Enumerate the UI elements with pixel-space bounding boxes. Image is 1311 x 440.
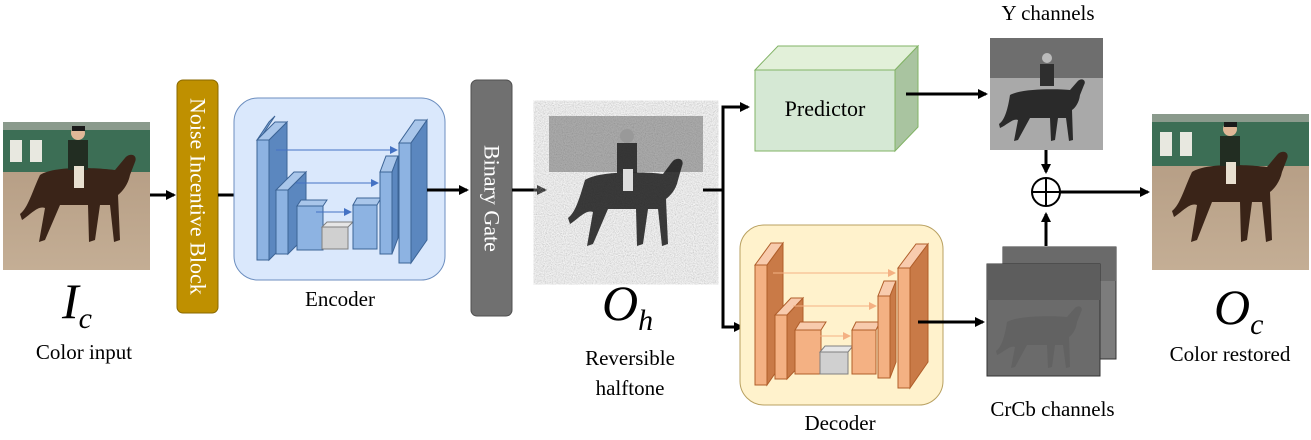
color-restored-image <box>1152 114 1309 270</box>
decoder-label: Decoder <box>804 411 876 435</box>
output-symbol-sub: c <box>1250 308 1264 341</box>
halftone-image <box>549 116 703 269</box>
decoder-block <box>739 224 944 406</box>
halftone-symbol-main: O <box>602 275 639 331</box>
crcb-channels-label: CrCb channels <box>990 397 1115 421</box>
binary-gate-label: Binary Gate <box>479 144 505 252</box>
output-caption: Color restored <box>1169 342 1291 366</box>
branch-arrows <box>703 102 750 332</box>
halftone-caption-line2: halftone <box>595 376 665 400</box>
output-symbol: Oc <box>1214 282 1263 340</box>
y-channels-image <box>990 38 1103 150</box>
halftone-symbol-sub: h <box>638 304 654 337</box>
encoder-block <box>233 97 446 281</box>
crcb-channels-image <box>986 246 1117 377</box>
halftone-symbol: Oh <box>602 278 653 336</box>
combine-symbol <box>1031 177 1061 207</box>
binary-gate-block <box>470 79 513 317</box>
noise-block-label: Noise Incentive Block <box>185 98 211 295</box>
color-input-image <box>3 122 150 270</box>
input-symbol: Ic <box>62 276 92 334</box>
y-channels-label: Y channels <box>1001 1 1095 25</box>
output-symbol-main: O <box>1214 279 1251 335</box>
input-caption: Color input <box>35 340 133 364</box>
encoder-label: Encoder <box>305 287 375 311</box>
predictor-label: Predictor <box>784 96 866 121</box>
predictor-block <box>753 44 920 153</box>
input-symbol-main: I <box>62 273 79 329</box>
input-symbol-sub: c <box>78 302 92 335</box>
halftone-caption-line1: Reversible <box>585 346 675 370</box>
